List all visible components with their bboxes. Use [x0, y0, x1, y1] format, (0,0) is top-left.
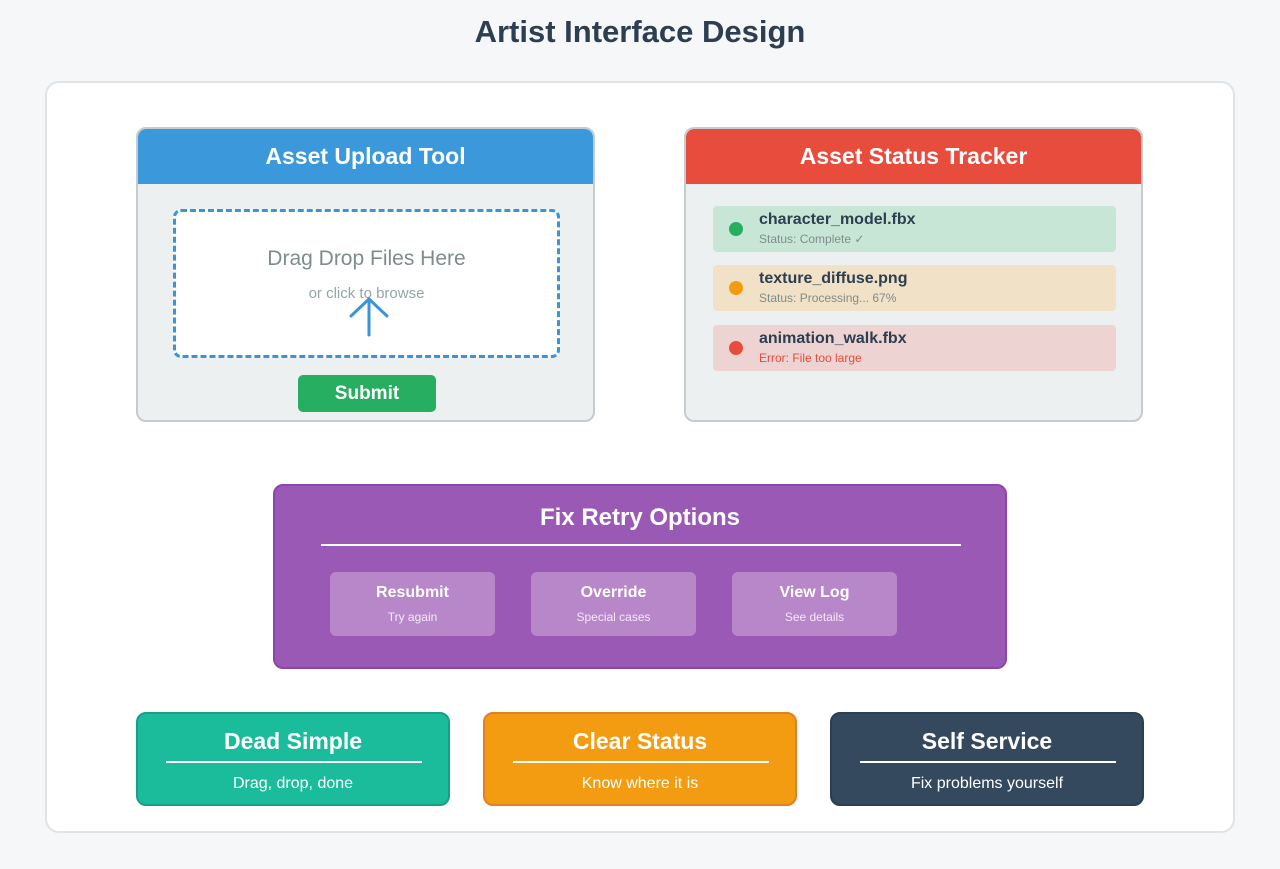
status-error-dot-icon: [729, 341, 743, 355]
fix-retry-panel: Fix Retry Options Resubmit Try again Ove…: [273, 484, 1007, 669]
upload-arrow-icon: [349, 297, 389, 337]
principle-self-service: Self Service Fix problems yourself: [830, 712, 1144, 806]
principle-title: Self Service: [921, 728, 1053, 754]
upload-card-header: Asset Upload Tool: [138, 129, 593, 184]
retry-option-label: Resubmit: [376, 584, 449, 601]
status-item-animation-walk[interactable]: animation_walk.fbx Error: File too large: [713, 325, 1116, 371]
drop-zone-subtitle: or click to browse: [308, 285, 425, 302]
status-item-text: Status: Processing... 67%: [759, 291, 897, 305]
view-log-button[interactable]: View Log See details: [732, 572, 897, 636]
principle-subtitle: Fix problems yourself: [910, 775, 1064, 792]
status-complete-dot-icon: [729, 222, 743, 236]
principle-title: Dead Simple: [223, 728, 363, 754]
principle-subtitle: Drag, drop, done: [232, 775, 354, 792]
principle-divider: [860, 761, 1116, 763]
override-button[interactable]: Override Special cases: [531, 572, 696, 636]
status-item-error-text: Error: File too large: [759, 351, 862, 365]
status-item-name: animation_walk.fbx: [759, 330, 907, 347]
status-processing-dot-icon: [729, 281, 743, 295]
principle-dead-simple: Dead Simple Drag, drop, done: [136, 712, 450, 806]
retry-option-label: Override: [580, 584, 647, 601]
retry-option-subtitle: Special cases: [576, 610, 651, 624]
principle-title: Clear Status: [572, 728, 708, 754]
retry-divider: [321, 544, 961, 546]
retry-option-subtitle: Try again: [387, 610, 438, 624]
status-item-name: texture_diffuse.png: [759, 270, 908, 287]
page-title: Artist Interface Design: [474, 14, 806, 49]
status-item-texture-diffuse[interactable]: texture_diffuse.png Status: Processing..…: [713, 265, 1116, 311]
retry-panel-title: Fix Retry Options: [539, 504, 741, 531]
status-item-text: Status: Complete ✓: [759, 232, 865, 246]
file-drop-zone[interactable]: Drag Drop Files Here or click to browse: [173, 209, 560, 358]
drop-zone-title: Drag Drop Files Here: [267, 247, 466, 270]
submit-button[interactable]: Submit: [298, 375, 436, 412]
status-item-character-model[interactable]: character_model.fbx Status: Complete ✓: [713, 206, 1116, 252]
principle-divider: [166, 761, 422, 763]
asset-upload-card: Asset Upload Tool Drag Drop Files Here o…: [136, 127, 595, 422]
principle-divider: [513, 761, 769, 763]
status-card-header: Asset Status Tracker: [686, 129, 1141, 184]
principle-subtitle: Know where it is: [581, 775, 699, 792]
status-item-name: character_model.fbx: [759, 211, 916, 228]
retry-option-label: View Log: [779, 584, 850, 601]
principle-clear-status: Clear Status Know where it is: [483, 712, 797, 806]
asset-status-card: Asset Status Tracker character_model.fbx…: [684, 127, 1143, 422]
retry-option-subtitle: See details: [784, 610, 845, 624]
resubmit-button[interactable]: Resubmit Try again: [330, 572, 495, 636]
